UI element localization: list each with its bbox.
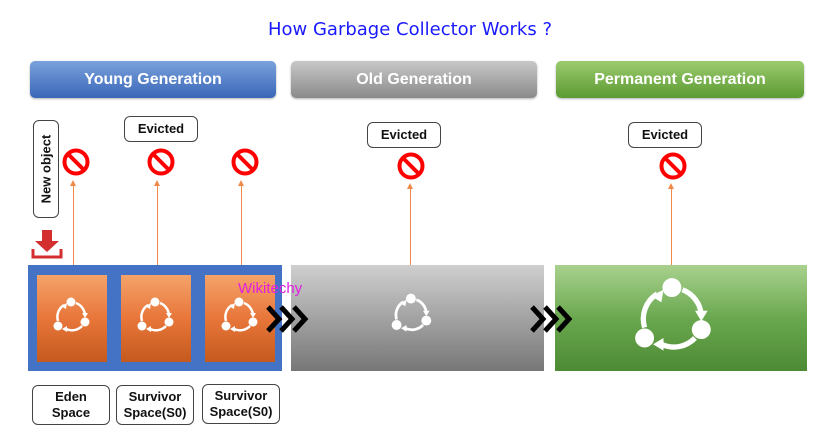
evict-arrow-line: [410, 187, 411, 265]
evict-arrowhead: [238, 180, 244, 186]
download-icon: [31, 230, 63, 259]
evicted-label-young: Evicted: [124, 116, 198, 142]
recycle-cycle-icon: [137, 297, 174, 332]
evict-arrow-line: [241, 184, 242, 275]
no-entry-icon: [659, 152, 687, 180]
permanent-generation-header: Permanent Generation: [556, 61, 804, 98]
recycle-cycle-icon: [391, 293, 432, 332]
chevron-right-triple-icon: [530, 305, 573, 333]
recycle-cycle-icon: [221, 297, 258, 332]
chevron-right-triple-icon: [266, 305, 309, 333]
recycle-cycle-icon: [53, 297, 90, 332]
evict-arrow-line: [157, 184, 158, 275]
evicted-label-old: Evicted: [367, 122, 441, 148]
recycle-cycle-icon: [635, 278, 711, 351]
eden-space-cell: [37, 275, 107, 362]
old-generation-area: [291, 265, 544, 371]
evict-arrowhead: [70, 180, 76, 186]
no-entry-icon: [147, 148, 175, 176]
no-entry-icon: [397, 152, 425, 180]
evict-arrowhead: [154, 180, 160, 186]
no-entry-icon: [231, 148, 259, 176]
old-generation-header: Old Generation: [291, 61, 537, 98]
young-generation-header: Young Generation: [30, 61, 276, 98]
diagram-title: How Garbage Collector Works ?: [267, 19, 553, 40]
evicted-label-permanent: Evicted: [628, 122, 702, 148]
new-object-label: New object: [33, 120, 59, 218]
survivor-space-1-cell: [205, 275, 275, 362]
evict-arrow-line: [671, 187, 672, 265]
permanent-generation-area: [555, 265, 807, 371]
survivor-space-0-cell: [121, 275, 191, 362]
no-entry-icon: [62, 148, 90, 176]
evict-arrowhead: [668, 183, 674, 189]
evict-arrowhead: [407, 183, 413, 189]
evict-arrow-line: [73, 184, 74, 275]
watermark-text: Wikitechy: [238, 280, 303, 297]
